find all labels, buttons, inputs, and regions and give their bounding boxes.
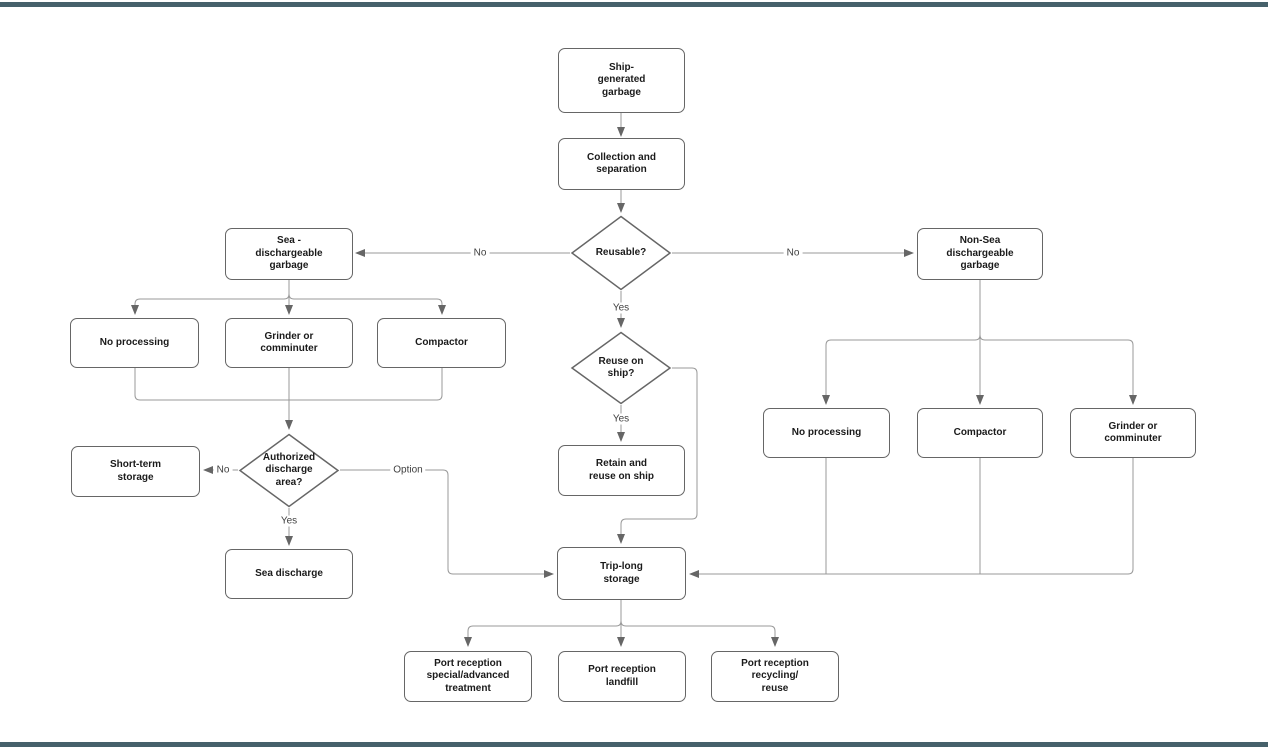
edge-non-sea-to-no-processing-right <box>822 280 981 405</box>
node-label: Port reception recycling/ reuse <box>741 657 809 694</box>
node-label: Compactor <box>953 426 1007 438</box>
node-collection-and-separation[interactable]: Collection and separation <box>558 138 685 190</box>
node-label: Port reception special/advanced treatmen… <box>426 657 510 694</box>
node-ship-generated-garbage[interactable]: Ship- generated garbage <box>558 48 685 113</box>
diamond-shape <box>570 215 672 291</box>
edge-label-reusable-yes: Yes <box>609 302 633 314</box>
node-label: No processing <box>99 336 170 348</box>
top-border-bar <box>0 2 1268 7</box>
edge-authorized-option-to-trip-long <box>340 469 554 578</box>
edge-no-processing-left-merge <box>134 368 289 401</box>
node-port-reception-landfill[interactable]: Port reception landfill <box>558 651 686 702</box>
node-no-processing-right[interactable]: No processing <box>763 408 890 458</box>
diamond-shape <box>238 433 340 508</box>
node-compactor-left[interactable]: Compactor <box>377 318 506 368</box>
edge-label-reusable-no-right: No <box>783 247 803 259</box>
node-sea-dischargeable-garbage[interactable]: Sea - dischargeable garbage <box>225 228 353 280</box>
node-label: Collection and separation <box>587 151 656 176</box>
node-label: Trip-long storage <box>600 561 643 585</box>
node-no-processing-left[interactable]: No processing <box>70 318 199 368</box>
node-label: Sea - dischargeable garbage <box>255 235 323 272</box>
bottom-border-bar <box>0 742 1268 747</box>
edge-compactor-left-merge <box>289 368 443 401</box>
node-label: Grinder or comminuter <box>1104 420 1162 445</box>
node-label: Compactor <box>415 336 468 348</box>
edge-trip-long-to-port-special <box>464 600 622 647</box>
edge-label-authorized-no: No <box>213 464 233 476</box>
node-non-sea-dischargeable-garbage[interactable]: Non-Sea dischargeable garbage <box>917 228 1043 280</box>
edge-trip-long-to-port-recycling <box>620 600 779 647</box>
node-retain-and-reuse-on-ship[interactable]: Retain and reuse on ship <box>558 445 685 496</box>
node-label: Reuse on ship? <box>598 355 644 380</box>
decision-reusable[interactable]: Reusable? <box>570 215 672 291</box>
node-compactor-right[interactable]: Compactor <box>917 408 1043 458</box>
edge-non-sea-to-grinder-right <box>979 280 1137 405</box>
diamond-shape <box>570 331 672 405</box>
node-label: Authorized discharge area? <box>262 451 316 488</box>
node-sea-discharge[interactable]: Sea discharge <box>225 549 353 599</box>
decision-authorized-discharge-area[interactable]: Authorized discharge area? <box>238 433 340 508</box>
node-grinder-or-comminuter-right[interactable]: Grinder or comminuter <box>1070 408 1196 458</box>
node-trip-long-storage[interactable]: Trip-long storage <box>557 547 686 600</box>
edge-sea-to-compactor-left <box>288 280 446 315</box>
node-label: Short-term storage <box>109 459 162 483</box>
edge-label-reuse-yes: Yes <box>609 413 633 425</box>
edge-right-merge-to-trip-long <box>689 458 1134 578</box>
edge-sea-to-no-processing-left <box>131 280 290 315</box>
edge-label-reusable-no-left: No <box>470 247 490 259</box>
node-label: Sea discharge <box>255 567 323 579</box>
node-label: Reusable? <box>595 246 647 258</box>
node-label: Non-Sea dischargeable garbage <box>946 235 1014 272</box>
node-grinder-or-comminuter-left[interactable]: Grinder or comminuter <box>225 318 353 368</box>
node-label: Grinder or comminuter <box>260 330 318 355</box>
node-label: No processing <box>791 426 862 438</box>
edge-label-authorized-yes: Yes <box>277 515 301 527</box>
node-port-reception-recycling-reuse[interactable]: Port reception recycling/ reuse <box>711 651 839 702</box>
node-short-term-storage[interactable]: Short-term storage <box>71 446 200 497</box>
node-label: Port reception landfill <box>588 664 656 688</box>
node-label: Ship- generated garbage <box>597 61 646 98</box>
node-label: Retain and reuse on ship <box>588 458 654 482</box>
node-port-reception-special-treatment[interactable]: Port reception special/advanced treatmen… <box>404 651 532 702</box>
decision-reuse-on-ship[interactable]: Reuse on ship? <box>570 331 672 405</box>
edge-label-authorized-option: Option <box>390 464 426 476</box>
